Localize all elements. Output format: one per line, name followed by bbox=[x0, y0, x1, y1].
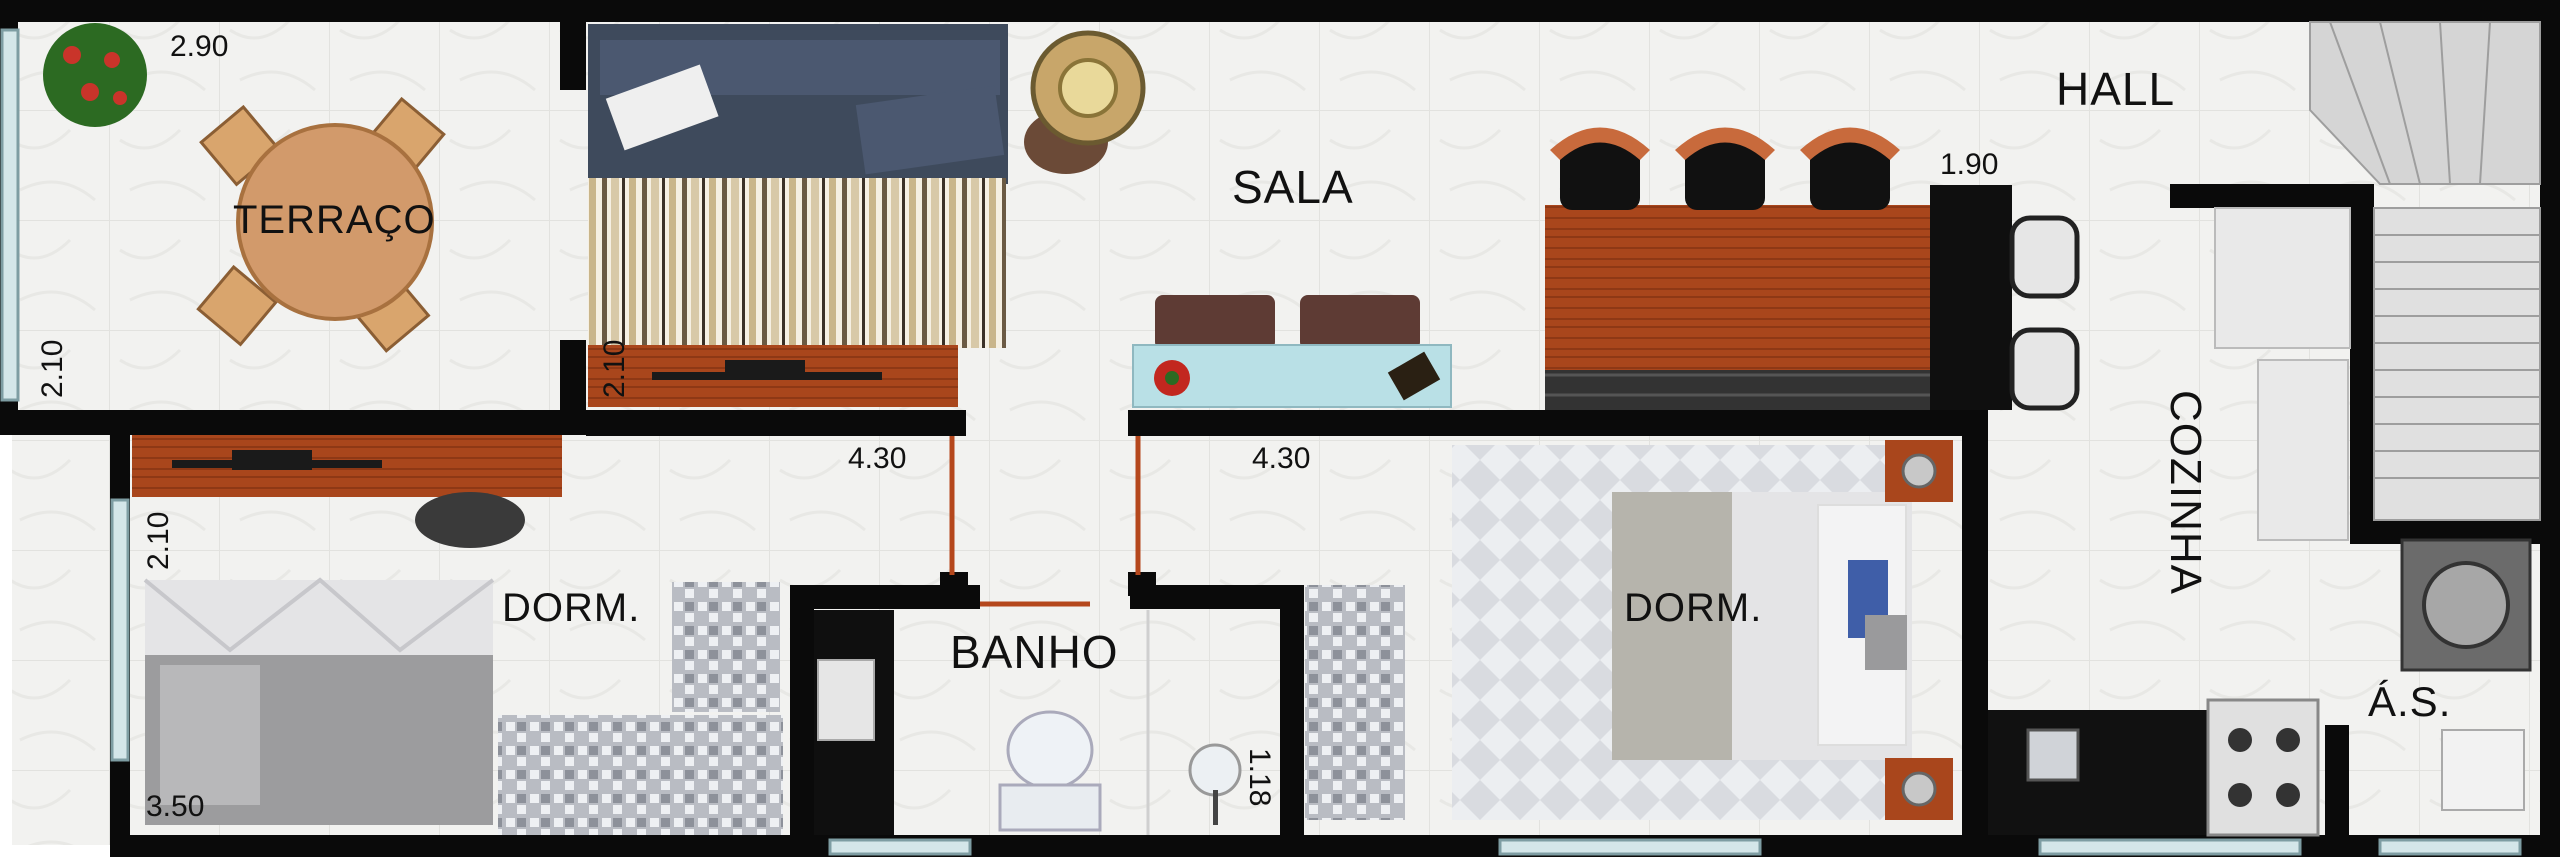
bench-and-coffee-table bbox=[1132, 295, 1452, 408]
room-label-terraco: TERRAÇO bbox=[233, 198, 436, 242]
room-label-dorm-left: DORM. bbox=[502, 586, 641, 630]
wardrobe-right bbox=[1305, 585, 1405, 820]
windows bbox=[0, 28, 2522, 856]
dining-table-terrace bbox=[196, 96, 446, 353]
room-label-cozinha: COZINHA bbox=[2161, 390, 2210, 595]
washing-machine bbox=[2400, 538, 2532, 672]
bed-left bbox=[143, 577, 495, 825]
dim-dorm-left-width: 4.30 bbox=[848, 442, 907, 475]
laundry-sink bbox=[2441, 729, 2525, 811]
dim-dorm-left-depth: 2.10 bbox=[142, 511, 175, 570]
room-label-hall: HALL bbox=[2056, 63, 2176, 115]
dim-terraco-depth: 2.10 bbox=[36, 339, 69, 398]
room-label-sala: SALA bbox=[1232, 161, 1354, 213]
dim-banho-width: 1.18 bbox=[1243, 748, 1276, 807]
dim-hall-width: 1.90 bbox=[1940, 148, 1999, 181]
room-label-banho: BANHO bbox=[950, 626, 1119, 678]
kitchen-fixtures bbox=[1988, 207, 2351, 837]
dim-sala-depth: 2.10 bbox=[598, 339, 631, 398]
dim-dorm-left-length: 3.50 bbox=[146, 790, 205, 823]
desk-chair bbox=[415, 492, 525, 548]
bathroom-fixtures bbox=[814, 610, 1242, 835]
dim-terraco-width: 2.90 bbox=[170, 30, 229, 63]
sofa bbox=[588, 24, 1008, 184]
side-table-lamp bbox=[1024, 30, 1146, 174]
wardrobe-left-a bbox=[672, 582, 780, 712]
dining-table-sala bbox=[1545, 127, 1930, 410]
bar-counter bbox=[1930, 185, 2080, 411]
plant bbox=[43, 23, 147, 127]
striped-rug bbox=[588, 178, 1006, 348]
room-label-dorm-right: DORM. bbox=[1624, 586, 1763, 630]
room-label-area-servico: Á.S. bbox=[2368, 678, 2452, 725]
wardrobe-left-b bbox=[498, 715, 783, 835]
stairs bbox=[2309, 21, 2541, 521]
bed-right bbox=[1452, 445, 1912, 820]
doors bbox=[949, 436, 1141, 607]
dim-dorm-right-width: 4.30 bbox=[1252, 442, 1311, 475]
nightstands bbox=[1885, 440, 1953, 820]
